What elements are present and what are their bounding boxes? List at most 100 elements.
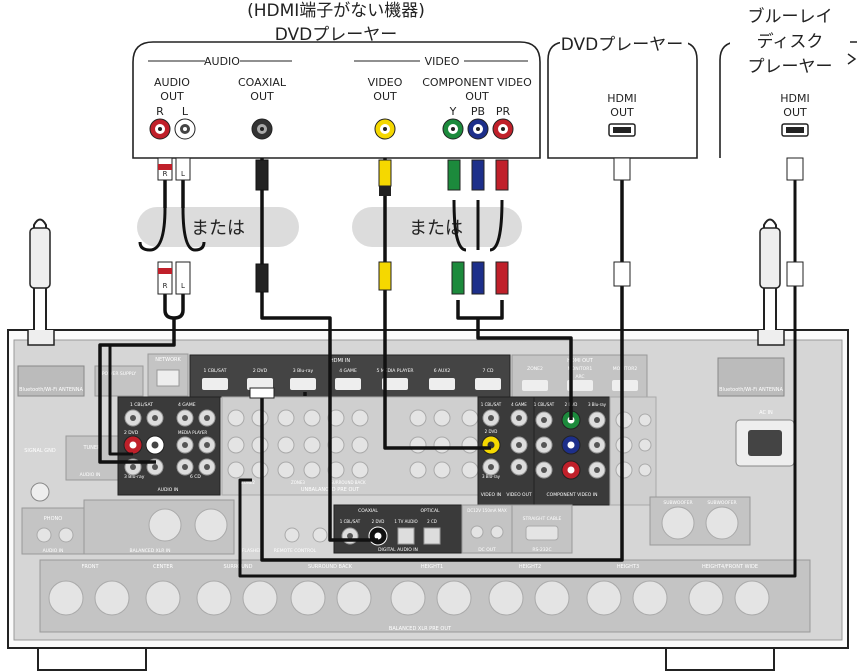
digital-in-label-3: 1 TV AUDIO [394,519,417,524]
preout-center-label: CENTER [153,564,174,570]
audio-in-label-6: 6 CD [190,474,201,480]
video-in-label-4: 4 GAME [511,402,527,407]
hdmi-in-label-5: 5 MEDIA PLAYER [376,368,413,374]
preout-front-label: FRONT [81,564,99,570]
component-y-label: Y [449,105,457,118]
hdmi-out-zone2-label: ZONE2 [527,366,543,372]
hdmi-in-port [247,378,273,390]
preout-height4-label: HEIGHT4/FRONT WIDE [702,564,758,570]
component-out-label-line2: OUT [465,90,489,103]
bluray-hdmi-out-label-line1: HDMI [780,92,809,105]
dvd-hdmi-title: DVDプレーヤー [561,35,684,55]
or-label-left: または [191,218,245,239]
bluray-title-line1: ブルーレイ [748,6,833,27]
zone3-pre-label: ZONE3 [291,480,305,485]
video-in-label-3: 3 Blu-ray [482,474,501,479]
digital-in-label-2: 2 DVD [372,519,385,524]
audio-in-label-1: 1 CBL/SAT [130,402,153,408]
cable-composite [383,158,491,450]
cable-component-to-in [476,318,573,420]
dvd-hdmi-out-label-line1: HDMI [607,92,636,105]
hdmi-in-ports: 1 CBL/SAT 2 DVD 3 Blu-ray 4 GAME 5 MEDIA… [202,368,501,390]
dvd-hdmi-out-label-line2: OUT [610,106,634,119]
component-pr-label: PR [496,105,511,118]
digital-optical-label: OPTICAL [420,508,440,514]
hdmi-in-port [335,378,361,390]
bluray-hdmi-out-label-line2: OUT [783,106,807,119]
audio-in-label-4: 4 GAME [178,402,196,408]
bluray-player: ブルーレイ ディスク プレーヤー HDMI OUT [719,4,857,159]
audio-in-label-3: 3 Blu-ray [124,474,145,480]
hdmi-in-port [202,378,228,390]
svg-text:R: R [163,282,168,290]
component-in-jacks [535,410,606,480]
coaxial-out-label-line2: OUT [250,90,274,103]
audio-out-label-line1: AUDIO [154,76,190,89]
signal-gnd-terminal [30,482,50,502]
cable-analog-loop [163,294,185,320]
audio-r-label: R [156,105,164,118]
audio-l-label: L [182,105,189,118]
dvd-player-hdmi: DVDプレーヤー HDMI OUT [547,32,698,159]
plugs-lower: R L [157,261,804,295]
preout-height1-label: HEIGHT1 [421,564,443,570]
plugs-upper: R L [157,157,804,196]
cable-analog-to-audio-in-r [108,345,133,456]
flasher-label: FLASHER [242,548,263,554]
audio-in-label-media: MEDIA PLAYER [178,430,207,435]
hdmi-in-label-7: 7 CD [483,368,494,374]
hdmi-in-label-2: 2 DVD [253,368,268,374]
component-video-in-label: COMPONENT VIDEO IN [547,492,598,498]
power-supply-label: POWER SUPPLY [102,371,137,377]
hdmi-in-port [290,378,316,390]
xlr-in-jacks [148,508,228,542]
antenna-left [27,218,55,346]
svg-text:R: R [163,170,168,178]
digital-coaxial-label: COAXIAL [358,508,378,514]
component-in-label-1: 1 CBL/SAT [534,402,555,407]
balanced-xlr-in-label: BALANCED XLR IN [130,548,171,554]
dc-12v-label: DC12V 150mA MAX [467,508,507,513]
hdmi-in-label-4: 4 GAME [339,368,357,374]
phono-audio-in-label: AUDIO IN [43,548,64,554]
xlr-pre-out-jacks [48,580,770,616]
hdmi-plug-in [249,387,275,399]
balanced-xlr-pre-out-label: BALANCED XLR PRE OUT [389,626,452,632]
tuner-label: TUNER [82,445,101,451]
rs232c-label: RS-232C [532,547,551,553]
video-out-label-line2: OUT [373,90,397,103]
or-bubble-right: または [352,207,522,247]
cable-hdmi-bluray [238,180,797,578]
audio-in-label-2: 2 DVD [124,430,139,436]
antenna-right-label: Bluetooth/Wi-Fi ANTENNA [719,387,783,393]
cable-analog-to-audio-in-l [98,318,176,464]
video-in-label-1: 1 CBL/SAT [481,402,502,407]
component-pb-label: PB [471,105,485,118]
or-bubble-left: または [137,207,299,247]
coaxial-out-label-line1: COAXIAL [238,76,287,89]
bluray-title-line2: ディスク [757,31,824,52]
svg-text:L: L [181,170,185,178]
network-port [156,369,180,387]
dvd-player-legacy: AUDIO VIDEO AUDIO OUT R L COAXIAL OUT VI… [132,41,541,159]
video-out-label-line1: VIDEO [368,76,403,89]
hdmi-in-label-6: 6 AUX2 [434,368,451,374]
hdmi-out-label: HDMI OUT [567,358,594,364]
pre-out-labels: FRONT CENTER SURROUND SURROUND BACK HEIG… [81,564,758,570]
hdmi-in-label-3: 3 Blu-ray [293,368,314,374]
subwoofer1-label: SUBWOOFER [663,500,692,506]
hdmi-in-port [382,378,408,390]
preout-height3-label: HEIGHT3 [617,564,639,570]
preout-height2-label: HEIGHT2 [519,564,541,570]
arc-label: ARC [575,374,584,380]
preout-surround-label: SURROUND [224,564,253,570]
cable-component-loop [456,300,504,320]
audio-out-label-line2: OUT [160,90,184,103]
digital-audio-in-label: DIGITAL AUDIO IN [378,547,418,553]
digital-in-label-1: 1 CBL/SAT [340,519,361,524]
video-out-block-label: VIDEO OUT [506,492,532,498]
phono-label: PHONO [44,516,62,522]
hdmi-out-port [567,380,593,391]
receiver-foot-right [665,647,775,671]
video-in-label-2: 2 DVD [485,429,498,434]
